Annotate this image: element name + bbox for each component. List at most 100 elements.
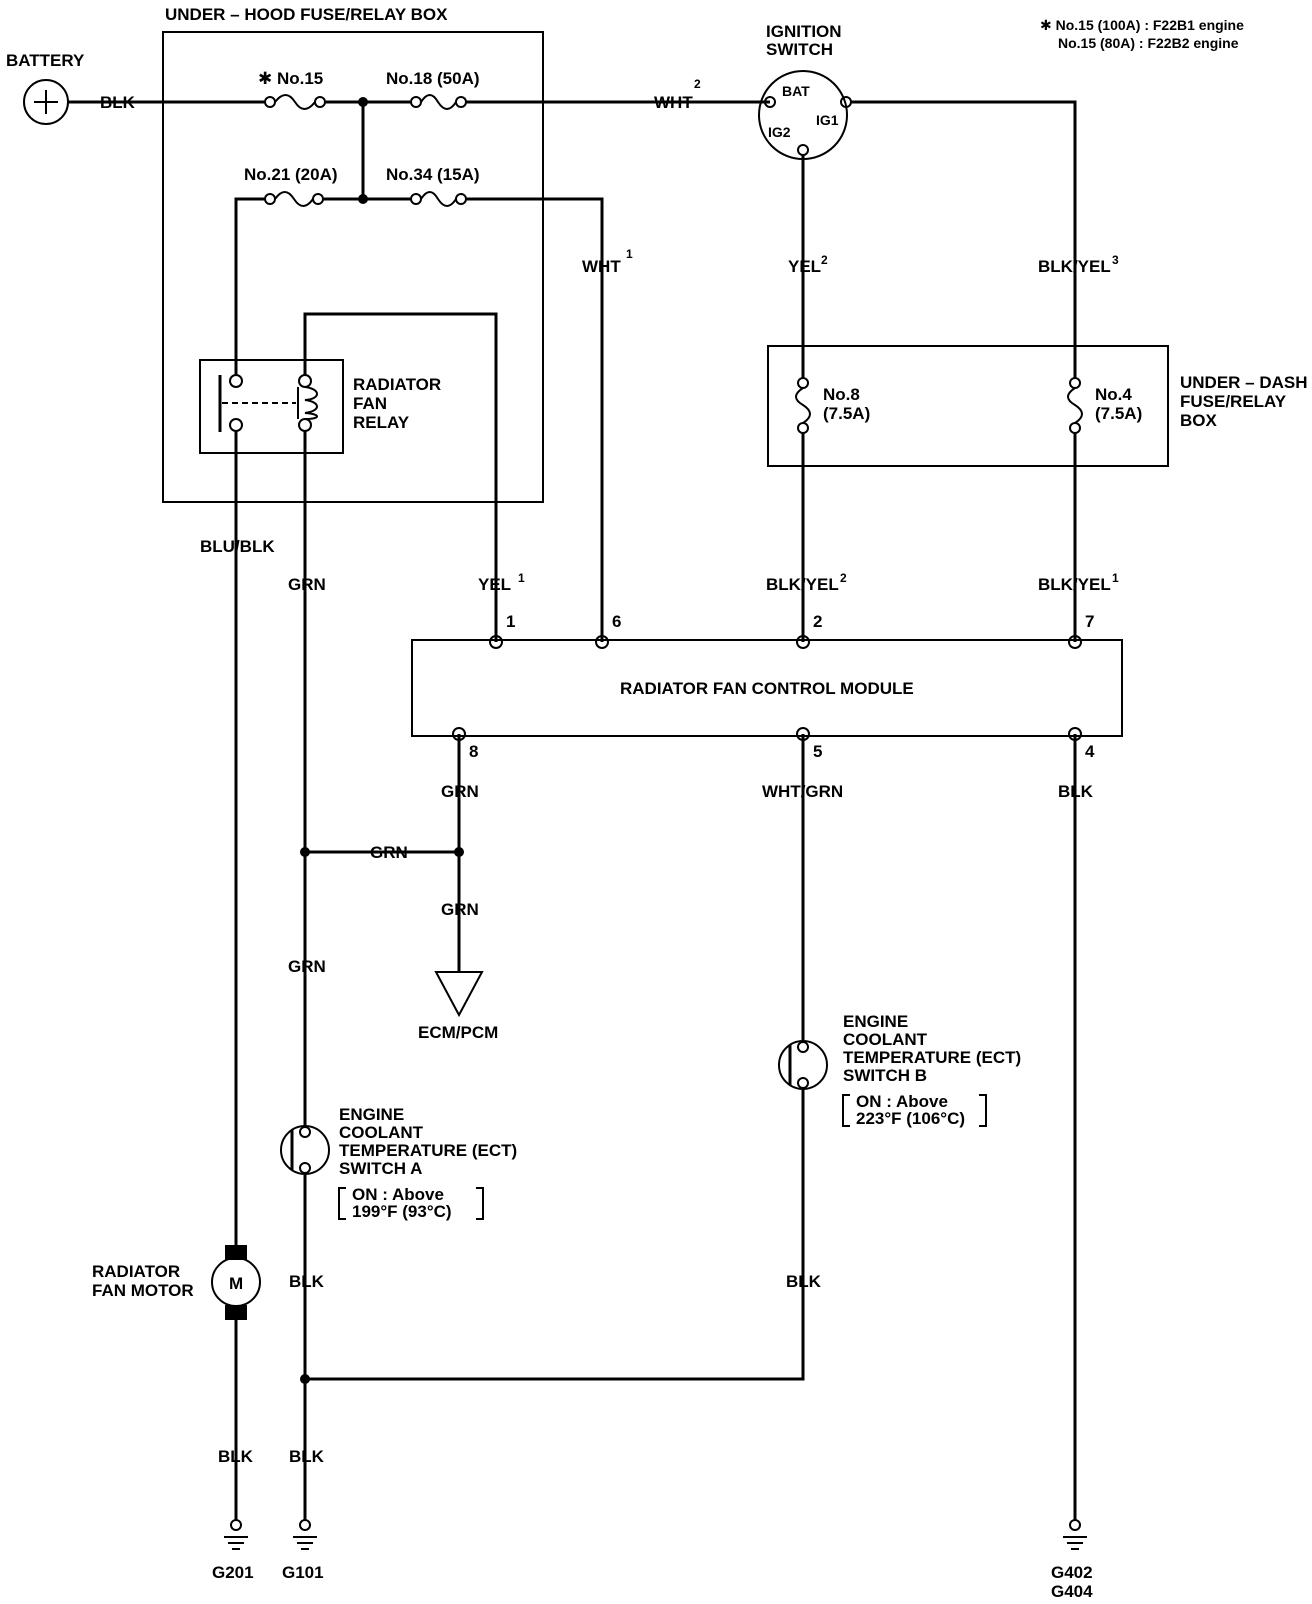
junction-dot	[300, 847, 310, 857]
wire-sup-wht-top: 2	[694, 77, 701, 91]
wire-blk-switch-b	[305, 1090, 805, 1381]
pin-number-1: 1	[506, 612, 515, 631]
ect-a-on-2: 199°F (93°C)	[352, 1202, 452, 1221]
ect-b-on-1: ON : Above	[856, 1092, 948, 1111]
pin-number-4: 4	[1085, 742, 1095, 761]
ect-a-on-1: ON : Above	[352, 1185, 444, 1204]
ecm-pcm-label: ECM/PCM	[418, 1023, 498, 1042]
engine-note-line-1: ✱ No.15 (100A) : F22B1 engine	[1040, 17, 1244, 33]
relay-label-2: FAN	[353, 394, 387, 413]
fan-motor-m: M	[229, 1274, 243, 1293]
fan-motor-label-2: FAN MOTOR	[92, 1281, 194, 1300]
fuse-no15-icon	[264, 94, 326, 110]
wire-label-blk-switch-b: BLK	[786, 1272, 822, 1291]
radiator-fan-motor-icon	[211, 1245, 261, 1320]
ground-g404-label: G404	[1051, 1582, 1093, 1601]
fuse-no8-label-1: No.8	[823, 385, 860, 404]
fuse-no4-icon	[1067, 377, 1083, 434]
fuse-no18-label: No.18 (50A)	[386, 69, 480, 88]
wire-relay-coil-to-pin1	[303, 312, 498, 642]
wire-label-wht-mid: WHT	[582, 257, 621, 276]
ect-a-bracket-right	[476, 1187, 484, 1220]
wire-fuse21-to-relay	[234, 197, 265, 375]
fuse-no4-label-2: (7.5A)	[1095, 404, 1142, 423]
fuse-no34-label: No.34 (15A)	[386, 165, 480, 184]
module-pin-8	[452, 727, 466, 741]
fuse-no15-label: ✱ No.15	[258, 69, 323, 88]
radiator-fan-control-module	[411, 639, 1123, 737]
underdash-label-3: BOX	[1180, 411, 1218, 430]
underdash-fuse-relay-box	[767, 345, 1169, 467]
fan-motor-label-1: RADIATOR	[92, 1262, 180, 1281]
ignition-terminal-ig1: IG1	[816, 112, 839, 128]
ground-g201-icon	[224, 1519, 248, 1550]
wire-sup-blkyel-pin7: 1	[1112, 571, 1119, 585]
ground-g402-icon	[1063, 1519, 1087, 1550]
ground-g201-label: G201	[212, 1563, 254, 1582]
wire-label-grn-pin8: GRN	[441, 782, 479, 801]
wire-fuse34-to-pin6	[466, 197, 604, 642]
ignition-label-2: SWITCH	[766, 40, 833, 59]
underhood-box-label: UNDER – HOOD FUSE/RELAY BOX	[165, 5, 448, 24]
wire-label-wht-top: WHT	[654, 93, 693, 112]
wire-label-blkyel-pin7: BLK/YEL	[1038, 575, 1111, 594]
wire-label-blk-pin4: BLK	[1058, 782, 1094, 801]
ect-b-label-1: ENGINE	[843, 1012, 908, 1031]
ignition-terminal-ig2: IG2	[768, 124, 791, 140]
pin-number-8: 8	[469, 742, 478, 761]
engine-note-line-2: No.15 (80A) : F22B2 engine	[1058, 35, 1239, 51]
ect-b-bracket-right	[979, 1094, 987, 1127]
fuse-no18-icon	[410, 94, 467, 110]
wire-label-yel-ig2: YEL	[788, 257, 821, 276]
pin-number-5: 5	[813, 742, 822, 761]
junction-dot	[300, 1374, 310, 1384]
junction-dot	[358, 194, 368, 204]
wire-label-whtgrn-pin5: WHT/GRN	[762, 782, 843, 801]
junction-dot	[358, 97, 368, 107]
wire-label-blk-switch-a: BLK	[289, 1272, 325, 1291]
ect-a-label-4: SWITCH A	[339, 1159, 422, 1178]
wire-label-grn-junction: GRN	[370, 843, 408, 862]
wire-label-blk-battery: BLK	[100, 93, 136, 112]
ect-switch-b-icon	[778, 1040, 828, 1090]
junction-dot	[454, 847, 464, 857]
ect-b-on-2: 223°F (106°C)	[856, 1109, 965, 1128]
wire-sup-blkyel-ig1: 3	[1112, 253, 1119, 267]
underdash-label-1: UNDER – DASH	[1180, 373, 1308, 392]
relay-label-1: RADIATOR	[353, 375, 441, 394]
wire-blkyel-ig1	[851, 100, 1077, 378]
ect-b-label-4: SWITCH B	[843, 1066, 927, 1085]
fuse-no8-label-2: (7.5A)	[823, 404, 870, 423]
module-pin-5	[796, 727, 810, 741]
module-pin-1	[489, 635, 503, 649]
ect-a-label-1: ENGINE	[339, 1105, 404, 1124]
ignition-label-1: IGNITION	[766, 22, 842, 41]
fuse-no21-icon	[264, 191, 324, 207]
ground-g101-icon	[293, 1519, 317, 1550]
wire-sup-yel-pin1: 1	[518, 571, 525, 585]
relay-switch-icon	[218, 374, 296, 432]
ect-switch-a-icon	[280, 1125, 330, 1175]
pin-number-6: 6	[612, 612, 621, 631]
ignition-terminal-bat: BAT	[782, 83, 810, 99]
fuse-no4-label-1: No.4	[1095, 385, 1132, 404]
ignition-switch-icon	[758, 70, 852, 160]
relay-label-3: RELAY	[353, 413, 410, 432]
wire-label-blkyel-pin2: BLK/YEL	[766, 575, 839, 594]
fuse-no34-icon	[410, 191, 467, 207]
wire-sup-wht-mid: 1	[626, 247, 633, 261]
wire-label-blkyel-ig1: BLK/YEL	[1038, 257, 1111, 276]
wire-label-blk-g101: BLK	[289, 1447, 325, 1466]
battery-icon	[23, 79, 69, 125]
fuse-no8-icon	[795, 377, 811, 434]
ect-a-label-3: TEMPERATURE (ECT)	[339, 1141, 517, 1160]
ect-b-label-2: COOLANT	[843, 1030, 928, 1049]
underdash-label-2: FUSE/RELAY	[1180, 392, 1287, 411]
module-pin-4	[1068, 727, 1082, 741]
ect-a-bracket-left	[338, 1187, 346, 1220]
wire-label-blk-motor: BLK	[218, 1447, 254, 1466]
ect-b-bracket-left	[842, 1094, 850, 1127]
ground-g101-label: G101	[282, 1563, 324, 1582]
wire-label-grn-ecm: GRN	[441, 900, 479, 919]
